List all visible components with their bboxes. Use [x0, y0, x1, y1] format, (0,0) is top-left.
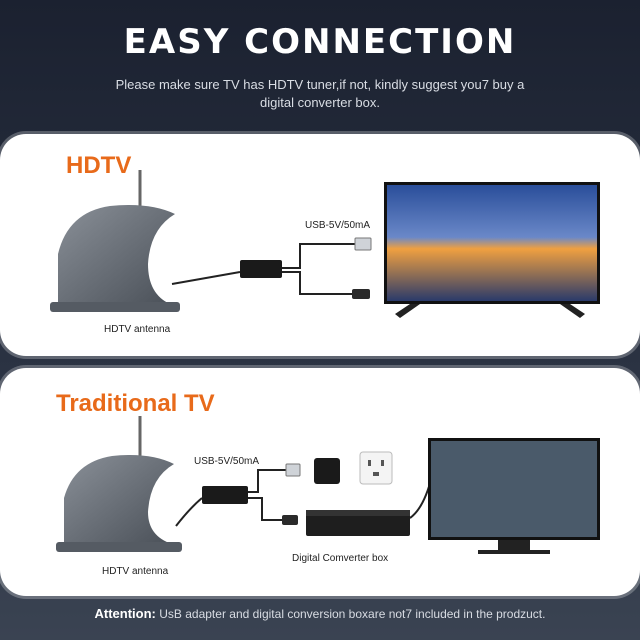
traditional-usb-label: USB-5V/50mA: [194, 456, 260, 467]
traditional-heading: Traditional TV: [56, 390, 215, 417]
page-subtitle: Please make sure TV has HDTV tuner,if no…: [115, 77, 525, 110]
page-title: EASY CONNECTION: [123, 22, 517, 62]
tv-icon: [428, 438, 600, 554]
converter-box-icon: [306, 510, 410, 536]
usb-adapter-icon: [202, 486, 248, 504]
tv-icon: [384, 182, 600, 318]
attention-note: Attention: UsB adapter and digital conve…: [0, 606, 640, 621]
usb-adapter-icon: [240, 260, 282, 278]
attention-text: UsB adapter and digital conversion boxar…: [159, 607, 546, 621]
traditional-illustration: [56, 416, 600, 554]
coax-plug-icon: [352, 289, 370, 299]
attention-label: Attention:: [94, 606, 156, 621]
hdtv-panel: HDTV USB-5V/50mA HDTV antenna: [0, 134, 640, 356]
hdtv-illustration: [50, 170, 600, 318]
antenna-icon: [50, 205, 180, 312]
coax-plug-icon: [282, 515, 298, 525]
hdtv-antenna-label: HDTV antenna: [104, 324, 171, 335]
hdtv-heading: HDTV: [66, 152, 132, 179]
wall-socket-icon: [359, 451, 393, 485]
traditional-panel: Traditional TV USB-5V/50mA HDTV antenna …: [0, 368, 640, 596]
converter-box-label: Digital Comverter box: [292, 553, 389, 564]
usb-plug-icon: [354, 237, 372, 251]
hdtv-usb-label: USB-5V/50mA: [305, 220, 371, 231]
usb-plug-icon: [285, 463, 301, 477]
antenna-icon: [56, 455, 182, 552]
power-adapter-icon: [314, 458, 340, 484]
traditional-antenna-label: HDTV antenna: [102, 566, 169, 577]
